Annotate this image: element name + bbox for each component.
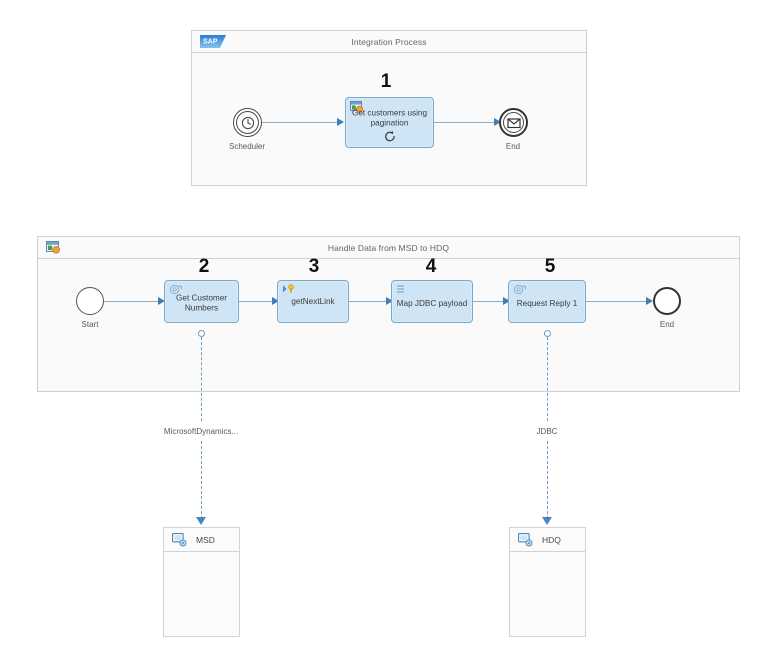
task-getnextlink[interactable]: getNextLink [277, 280, 349, 323]
sequence-flow-arrow-1 [337, 118, 344, 126]
message-flow-arrow-hdq [542, 517, 552, 525]
start-event-plain[interactable] [76, 287, 104, 315]
task-label-4: Map JDBC payload [396, 298, 468, 308]
participant-header-hdq: HDQ [510, 528, 585, 552]
request-reply-icon [513, 284, 527, 297]
message-flow-label-msd: MicrosoftDynamics... [131, 426, 271, 437]
local-integration-process-icon [46, 241, 61, 255]
message-flow-arrow-msd [196, 517, 206, 525]
sequence-flow-task4-to-task5 [473, 301, 506, 302]
participant-name-hdq: HDQ [542, 535, 561, 545]
message-flow-origin-dot-hdq [544, 330, 551, 337]
participant-header-msd: MSD [164, 528, 239, 552]
pool-handle-data[interactable]: Handle Data from MSD to HDQ [37, 236, 740, 392]
pool-body-handle-data [38, 259, 739, 391]
sequence-flow-arrow-5 [386, 297, 393, 305]
receiver-system-icon [518, 533, 533, 547]
receiver-system-icon [172, 533, 187, 547]
message-flow-line-msd-lower [201, 441, 202, 519]
pool-title-integration-process: Integration Process [351, 37, 427, 47]
sap-logo-icon: SAP [200, 35, 226, 48]
end-event-message[interactable] [499, 108, 528, 137]
end-event-plain[interactable] [653, 287, 681, 315]
svg-text:SAP: SAP [203, 39, 218, 46]
sequence-flow-arrow-6 [503, 297, 510, 305]
task-label-5: Request Reply 1 [516, 298, 578, 308]
step-number-3: 3 [308, 256, 320, 277]
end-event-message-label: End [505, 142, 521, 151]
task-map-jdbc-payload[interactable]: Map JDBC payload [391, 280, 473, 323]
participant-name-msd: MSD [196, 535, 215, 545]
pool-title-handle-data: Handle Data from MSD to HDQ [327, 243, 450, 253]
message-flow-line-msd [201, 337, 202, 421]
message-flow-origin-dot-msd [198, 330, 205, 337]
message-flow-label-hdq: JDBC [477, 426, 617, 437]
sequence-flow-arrow-7 [646, 297, 653, 305]
start-event-scheduler[interactable] [233, 108, 262, 137]
sequence-flow-task1-to-end [434, 122, 496, 123]
timer-clock-icon [241, 116, 255, 130]
sequence-flow-task2-to-task3 [239, 301, 275, 302]
participant-msd[interactable]: MSD [163, 527, 240, 637]
sequence-flow-task5-to-end [586, 301, 649, 302]
sequence-flow-scheduler-to-task1 [262, 122, 339, 123]
pool-header-integration-process: SAP Integration Process [192, 31, 586, 53]
step-number-1: 1 [380, 71, 392, 92]
message-flow-line-hdq [547, 337, 548, 421]
task-get-customers-using-pagination[interactable]: Get customers using pagination [345, 97, 434, 148]
task-request-reply-1[interactable]: Request Reply 1 [508, 280, 586, 323]
scheduler-inner-ring [236, 111, 259, 134]
end-event-inner-ring [503, 112, 524, 133]
step-number-5: 5 [544, 256, 556, 277]
sequence-flow-arrow-2 [494, 118, 501, 126]
content-modifier-icon [282, 284, 296, 297]
participant-hdq[interactable]: HDQ [509, 527, 586, 637]
sequence-flow-task3-to-task4 [349, 301, 389, 302]
sequence-flow-start-to-task2 [104, 301, 160, 302]
request-reply-icon [169, 284, 183, 297]
task-get-customer-numbers[interactable]: Get Customer Numbers [164, 280, 239, 323]
start-event-scheduler-label: Scheduler [228, 142, 266, 151]
message-envelope-icon [506, 116, 521, 130]
sequence-flow-arrow-3 [158, 297, 165, 305]
task-label-2: Get Customer Numbers [176, 293, 227, 313]
task-label-1: Get customers using pagination [351, 108, 428, 128]
process-call-icon [350, 101, 364, 114]
step-number-2: 2 [198, 256, 210, 277]
sequence-flow-arrow-4 [272, 297, 279, 305]
message-flow-line-hdq-lower [547, 441, 548, 519]
step-number-4: 4 [425, 256, 437, 277]
end-event-plain-label: End [659, 320, 675, 329]
pool-header-handle-data: Handle Data from MSD to HDQ [38, 237, 739, 259]
loop-marker-icon [383, 130, 396, 143]
message-mapping-icon [396, 284, 410, 297]
task-label-3: getNextLink [291, 297, 335, 307]
start-event-plain-label: Start [81, 320, 99, 329]
